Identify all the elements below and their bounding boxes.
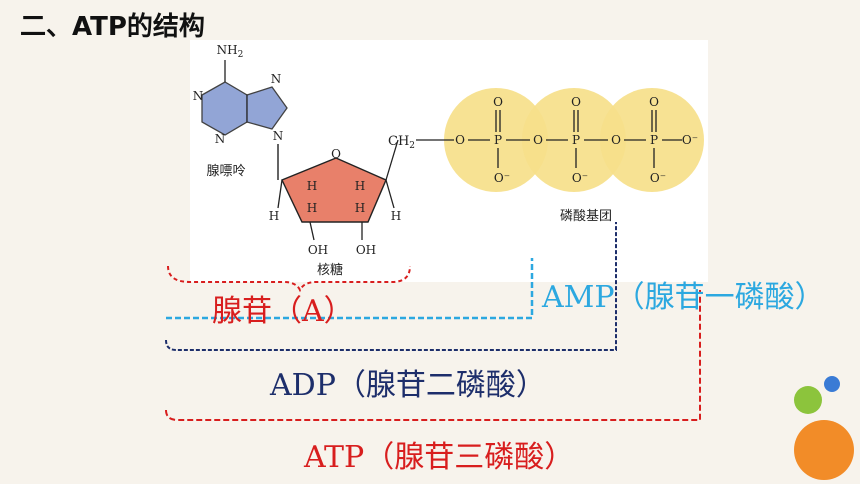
atom-n3: N <box>215 132 226 146</box>
atom-dbl-o-1: O <box>493 95 503 109</box>
adenine-label: 腺嘌呤 <box>206 163 245 179</box>
atom-h-1: H <box>307 179 317 193</box>
atom-h-4: H <box>355 201 365 215</box>
atom-neg-o-1: O⁻ <box>494 171 510 185</box>
orange-dot <box>794 420 854 480</box>
atom-ribose-o: O <box>331 147 341 161</box>
atp-structure-figure: NH2 N N N N 腺嘌呤 O H H H H H H OH OH <box>190 40 708 282</box>
phosphate-sphere-1 <box>444 88 548 192</box>
atom-dbl-o-2: O <box>571 95 581 109</box>
atom-oh-1: OH <box>308 243 328 257</box>
atom-n7: N <box>271 72 282 86</box>
ribose-label: 核糖 <box>317 262 343 278</box>
atom-terminal-o: O⁻ <box>682 133 698 147</box>
atom-bridge-o-3: O <box>611 133 621 147</box>
atom-oh-2: OH <box>356 243 376 257</box>
slide-title: 二、ATP的结构 <box>20 12 205 42</box>
atom-n9: N <box>273 129 284 143</box>
phosphate-spheres <box>444 88 704 192</box>
adenosine-label: 腺苷（A） <box>212 294 354 329</box>
atom-h-6: H <box>391 209 401 223</box>
blue-dot <box>824 376 840 392</box>
amp-label: AMP（腺苷一磷酸） <box>542 280 825 315</box>
phosphate-atoms: O P O P O P O⁻ O O O O⁻ O⁻ O⁻ <box>455 95 698 185</box>
phosphate-sphere-2 <box>522 88 626 192</box>
atp-label: ATP（腺苷三磷酸） <box>304 440 575 475</box>
atom-p-1: P <box>494 133 502 147</box>
atom-ch2: CH2 <box>388 134 415 151</box>
atom-neg-o-3: O⁻ <box>650 171 666 185</box>
phosphate-chain-bonds <box>416 110 682 168</box>
atom-h-2: H <box>355 179 365 193</box>
adenine-atoms: NH2 N N N N <box>193 43 284 146</box>
atom-p-2: P <box>572 133 580 147</box>
atom-dbl-o-3: O <box>649 95 659 109</box>
atom-bridge-o-2: O <box>533 133 543 147</box>
phosphate-sphere-3 <box>600 88 704 192</box>
atom-neg-o-2: O⁻ <box>572 171 588 185</box>
atp-molecule-diagram: NH2 N N N N 腺嘌呤 O H H H H H H OH OH <box>193 43 704 278</box>
atom-nh2: NH2 <box>217 43 244 60</box>
ribose-ring <box>281 157 387 223</box>
atom-n1: N <box>193 89 204 103</box>
green-dot <box>794 386 822 414</box>
decorative-circles <box>794 376 854 480</box>
adp-label: ADP（腺苷二磷酸） <box>270 368 546 403</box>
atom-h-3: H <box>307 201 317 215</box>
atom-p-3: P <box>650 133 658 147</box>
atom-h-5: H <box>269 209 279 223</box>
atom-bridge-o-1: O <box>455 133 465 147</box>
adenine-ring <box>201 81 288 136</box>
phosphate-group-label: 磷酸基团 <box>560 209 612 224</box>
